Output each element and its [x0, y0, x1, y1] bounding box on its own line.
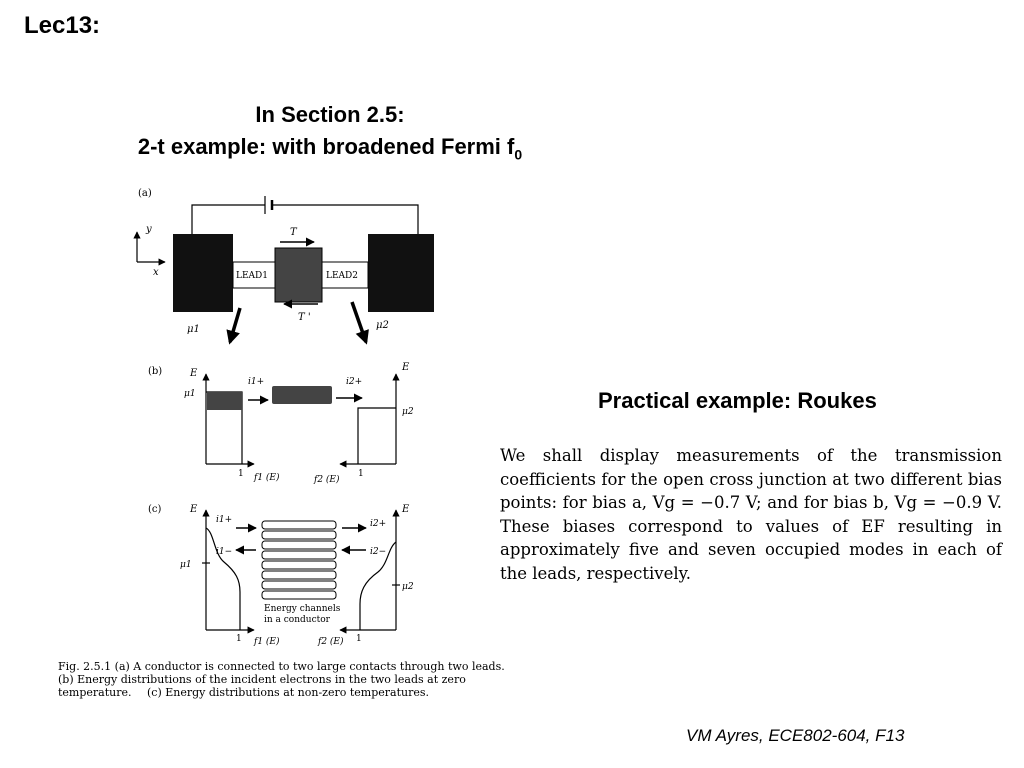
f2-label-c: f2 (E) — [317, 636, 344, 647]
i2-minus-label-c: i2− — [370, 547, 386, 557]
mu1-label-a: μ1 — [187, 324, 200, 335]
mu1-label-c: μ1 — [180, 560, 192, 570]
figure-caption-3: (c) Energy distributions at non-zero tem… — [147, 686, 429, 699]
fermi-step-right-b — [357, 407, 396, 464]
circuit-wire — [191, 196, 419, 234]
lead1-label: LEAD1 — [236, 271, 268, 281]
mu2-label-c: μ2 — [402, 582, 414, 592]
i2-plus-label-b: i2+ — [346, 377, 362, 387]
practical-heading: Practical example: Roukes — [598, 388, 877, 413]
mu2-label-a: μ2 — [376, 320, 389, 331]
section-subheading: 2-t example: with broadened Fermi f0 — [137, 134, 523, 163]
slide-title: Lec13: — [24, 12, 101, 39]
channels-label-1: Energy channels — [264, 604, 341, 614]
f2-label-b: f2 (E) — [313, 474, 340, 485]
fermi-curve-right-c — [359, 541, 397, 630]
e-label-right-c: E — [401, 504, 410, 515]
axis-x-label: x — [153, 267, 159, 278]
axis-xy — [133, 231, 166, 266]
figure-caption-2: (b) Energy distributions of the incident… — [58, 673, 466, 699]
one-left-b: 1 — [238, 469, 244, 479]
down-arrow-right — [350, 301, 369, 345]
f1-label-b: f1 (E) — [253, 472, 280, 483]
contact-right — [368, 234, 434, 312]
occupied-band-left — [207, 392, 242, 410]
footer-credit: VM Ayres, ECE802-604, F13 — [686, 726, 905, 745]
channels-label-2: in a conductor — [264, 615, 331, 625]
mu1-label-b: μ1 — [184, 389, 196, 399]
t-label: T — [290, 227, 298, 238]
down-arrow-left — [226, 307, 242, 345]
energy-channels — [261, 520, 337, 600]
axis-y-label: y — [145, 224, 152, 235]
conductor-b — [272, 386, 332, 404]
e-label-left-b: E — [189, 368, 198, 379]
fermi-curve-left-c — [205, 527, 241, 630]
panel-a-label: (a) — [138, 188, 152, 199]
i1-plus-label-c: i1+ — [216, 515, 232, 525]
panel-c-label: (c) — [148, 504, 162, 515]
conductor — [274, 247, 323, 303]
one-left-c: 1 — [236, 634, 242, 644]
mu2-label-b: μ2 — [402, 407, 414, 417]
panel-b-label: (b) — [148, 366, 162, 377]
lead2-label: LEAD2 — [326, 271, 358, 281]
one-right-b: 1 — [358, 469, 364, 479]
i1-minus-label-c: i1− — [216, 547, 232, 557]
e-label-right-b: E — [401, 362, 410, 373]
roukes-quote: We shall display measurements of the tra… — [500, 446, 1002, 583]
f1-label-c: f1 (E) — [253, 636, 280, 647]
contact-left — [173, 234, 233, 312]
section-heading: In Section 2.5: — [255, 102, 405, 127]
fig-2-5-1: (a) y x LEAD1 LEAD2 T T ' μ1 μ2 (b) E E … — [133, 188, 434, 647]
t-prime-label: T ' — [298, 312, 311, 323]
e-label-left-c: E — [189, 504, 198, 515]
figure-caption-1: Fig. 2.5.1 (a) A conductor is connected … — [58, 660, 505, 673]
i2-plus-label-c: i2+ — [370, 519, 386, 529]
one-right-c: 1 — [356, 634, 362, 644]
i1-plus-label-b: i1+ — [248, 377, 264, 387]
